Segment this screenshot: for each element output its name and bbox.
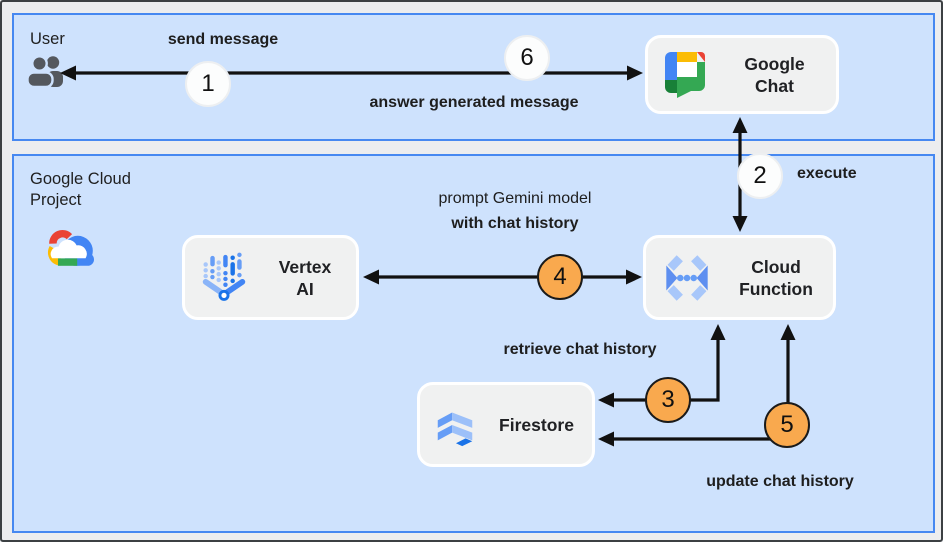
step-number: 5: [780, 411, 794, 438]
step-badge-1: 1: [185, 61, 231, 107]
step-badge-6: 6: [504, 35, 550, 81]
cloud-functions-icon: [666, 254, 708, 301]
step-badge-2: 2: [737, 153, 783, 199]
node-firestore-label: Firestore: [499, 414, 574, 435]
users-icon: [26, 55, 63, 89]
vertex-ai-icon: [202, 252, 246, 301]
label-execute: execute: [797, 165, 857, 182]
label-prompt-gemini: prompt Gemini model with chat history: [439, 186, 592, 236]
label-send-message: send message: [167, 31, 279, 48]
step-number: 1: [201, 70, 215, 97]
node-cloud-function-label: Cloud Function: [739, 256, 813, 299]
label-prompt-gemini-line2: with chat history: [451, 215, 579, 232]
step-number: 4: [553, 263, 567, 290]
step-number: 2: [753, 162, 767, 189]
node-google-chat-label: Google Chat: [744, 53, 805, 96]
step-badge-4: 4: [537, 254, 583, 300]
label-retrieve-chat-history: retrieve chat history: [503, 341, 657, 358]
firestore-icon: [437, 412, 473, 446]
user-zone-label: User: [30, 30, 65, 48]
step-number: 3: [661, 386, 675, 413]
step-badge-3: 3: [645, 377, 691, 423]
google-chat-icon: [665, 51, 705, 98]
step-badge-5: 5: [764, 402, 810, 448]
label-answer-generated-message: answer generated message: [369, 94, 579, 111]
step-number: 6: [520, 44, 534, 71]
node-google-chat: Google Chat: [645, 35, 839, 114]
node-vertex-ai-label: Vertex AI: [278, 256, 332, 299]
node-cloud-function: Cloud Function: [643, 235, 836, 320]
node-vertex-ai: Vertex AI: [182, 235, 359, 320]
label-update-chat-history: update chat history: [706, 473, 854, 490]
google-cloud-icon: [47, 230, 94, 266]
node-firestore: Firestore: [417, 382, 595, 467]
label-prompt-gemini-line1: prompt Gemini model: [438, 190, 592, 207]
gcp-zone-label: Google Cloud Project: [30, 170, 131, 209]
